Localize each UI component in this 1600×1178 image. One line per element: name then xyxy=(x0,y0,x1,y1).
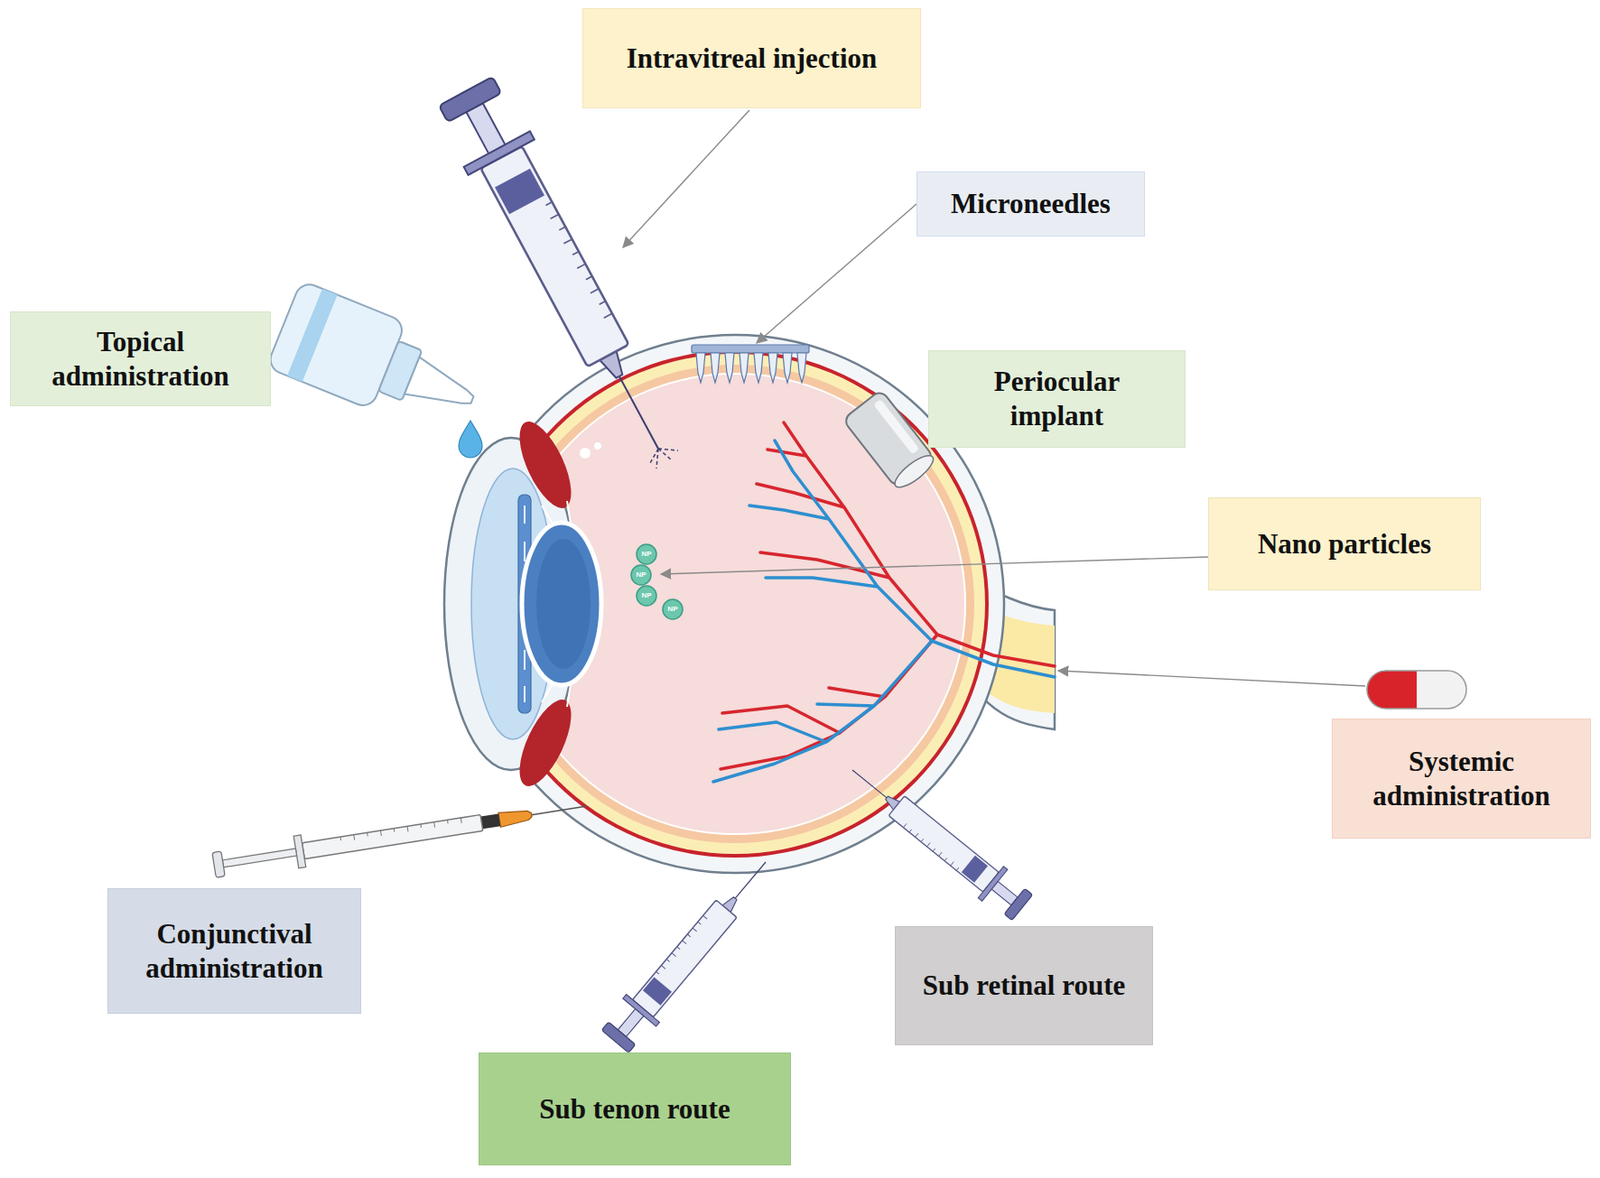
leader-line xyxy=(623,110,750,248)
route-label-box: Systemic administration xyxy=(1331,718,1591,839)
microneedle-patch xyxy=(691,344,810,383)
leader-line xyxy=(660,557,1209,575)
route-label-box: Intravitreal injection xyxy=(582,8,921,109)
route-label-box: Microneedles xyxy=(916,171,1145,237)
particle-label: NP xyxy=(631,565,652,586)
route-label: Systemic administration xyxy=(1352,744,1571,814)
route-label: Nano particles xyxy=(1257,527,1432,562)
capsule-half xyxy=(1367,670,1417,709)
route-label-box: Topical administration xyxy=(9,311,271,407)
route-label: Periocular implant xyxy=(948,364,1165,434)
implant-end xyxy=(890,450,938,493)
particle-label: NP xyxy=(636,586,657,606)
route-label-box: Nano particles xyxy=(1208,497,1481,591)
zonule-fibres xyxy=(541,501,571,707)
route-label-box: Sub retinal route xyxy=(894,926,1154,1046)
particle-label: NP xyxy=(662,599,683,620)
leader-lines xyxy=(623,110,1366,687)
nanoparticle xyxy=(662,599,683,620)
reflection xyxy=(579,447,591,459)
retinal-vessels xyxy=(713,422,1055,782)
particle-label: NP xyxy=(636,544,657,565)
lens xyxy=(521,522,602,686)
conjunctival-syringe xyxy=(211,790,589,882)
route-label-box: Periocular implant xyxy=(928,350,1186,448)
capsule-half xyxy=(1416,670,1467,709)
route-label: Microneedles xyxy=(950,186,1111,222)
route-label: Sub tenon route xyxy=(539,1092,730,1127)
sclera xyxy=(465,334,1005,874)
patch-base xyxy=(691,344,810,354)
eye-drop-bottle xyxy=(266,279,491,444)
bottle-label xyxy=(287,288,338,382)
capsule xyxy=(1367,670,1467,709)
lens-nucleus xyxy=(536,539,591,670)
nanoparticle xyxy=(636,586,657,606)
microneedle xyxy=(696,353,807,383)
eye-drop xyxy=(458,420,483,458)
capsule-outline xyxy=(1367,670,1467,709)
retina-layer xyxy=(495,364,975,844)
leader-line xyxy=(756,204,917,344)
injection-spray xyxy=(649,448,679,469)
implant-highlight xyxy=(873,399,920,455)
periocular-implant xyxy=(842,390,939,494)
route-label: Conjunctival administration xyxy=(128,917,341,987)
route-label: Topical administration xyxy=(30,325,251,394)
nanoparticle xyxy=(636,544,657,565)
route-label-box: Conjunctival administration xyxy=(107,888,362,1014)
route-label-box: Sub tenon route xyxy=(478,1052,791,1166)
nanoparticle xyxy=(631,565,652,586)
vein xyxy=(713,440,1055,782)
intravitreal-syringe xyxy=(432,73,692,466)
subretinal-syringe xyxy=(839,754,1035,924)
route-label: Sub retinal route xyxy=(922,968,1126,1004)
subtenon-syringe xyxy=(598,848,783,1057)
nanoparticle-cluster xyxy=(631,544,683,620)
reflection xyxy=(594,442,602,450)
route-label: Intravitreal injection xyxy=(626,41,878,76)
leader-line xyxy=(1058,670,1366,687)
bottle-nozzle xyxy=(404,357,480,419)
